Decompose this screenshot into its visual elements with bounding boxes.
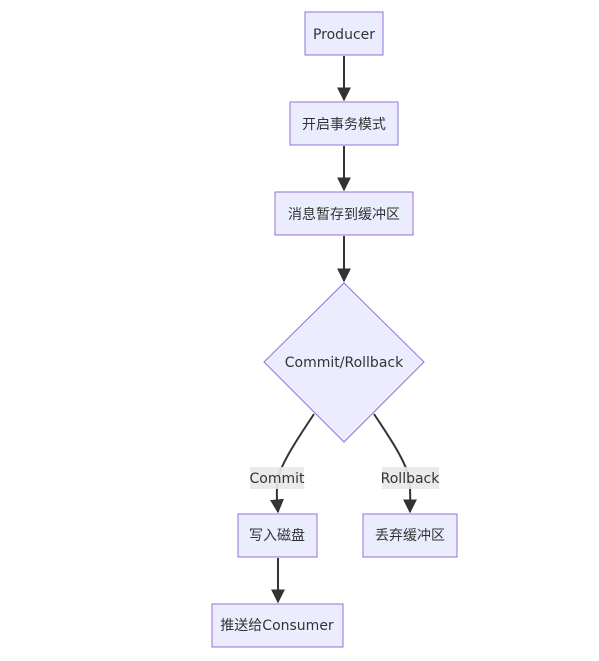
edge-label-commit: Commit [250, 467, 306, 489]
node-discard-buffer: 丢弃缓冲区 [362, 513, 458, 558]
edge-label-rollback-text: Rollback [381, 471, 441, 487]
node-buffer: 消息暂存到缓冲区 [274, 191, 414, 236]
node-begin-transaction-label: 开启事务模式 [302, 117, 386, 133]
node-write-disk-label: 写入磁盘 [249, 527, 305, 544]
node-decision-label: Commit/Rollback [285, 355, 404, 371]
edge-label-commit-text: Commit [250, 471, 306, 487]
node-push-consumer: 推送给Consumer [211, 603, 344, 648]
node-write-disk: 写入磁盘 [237, 513, 318, 558]
node-discard-buffer-label: 丢弃缓冲区 [375, 528, 445, 544]
node-producer: Producer [304, 11, 384, 56]
node-decision: Commit/Rollback [263, 282, 425, 443]
edge-decision-to-write [269, 413, 315, 514]
edge-label-rollback: Rollback [381, 467, 441, 489]
node-begin-transaction: 开启事务模式 [289, 101, 399, 146]
edge-decision-to-discard [373, 413, 418, 514]
node-producer-label: Producer [313, 27, 375, 43]
node-push-consumer-label: 推送给Consumer [220, 618, 334, 634]
node-buffer-label: 消息暂存到缓冲区 [288, 206, 400, 223]
